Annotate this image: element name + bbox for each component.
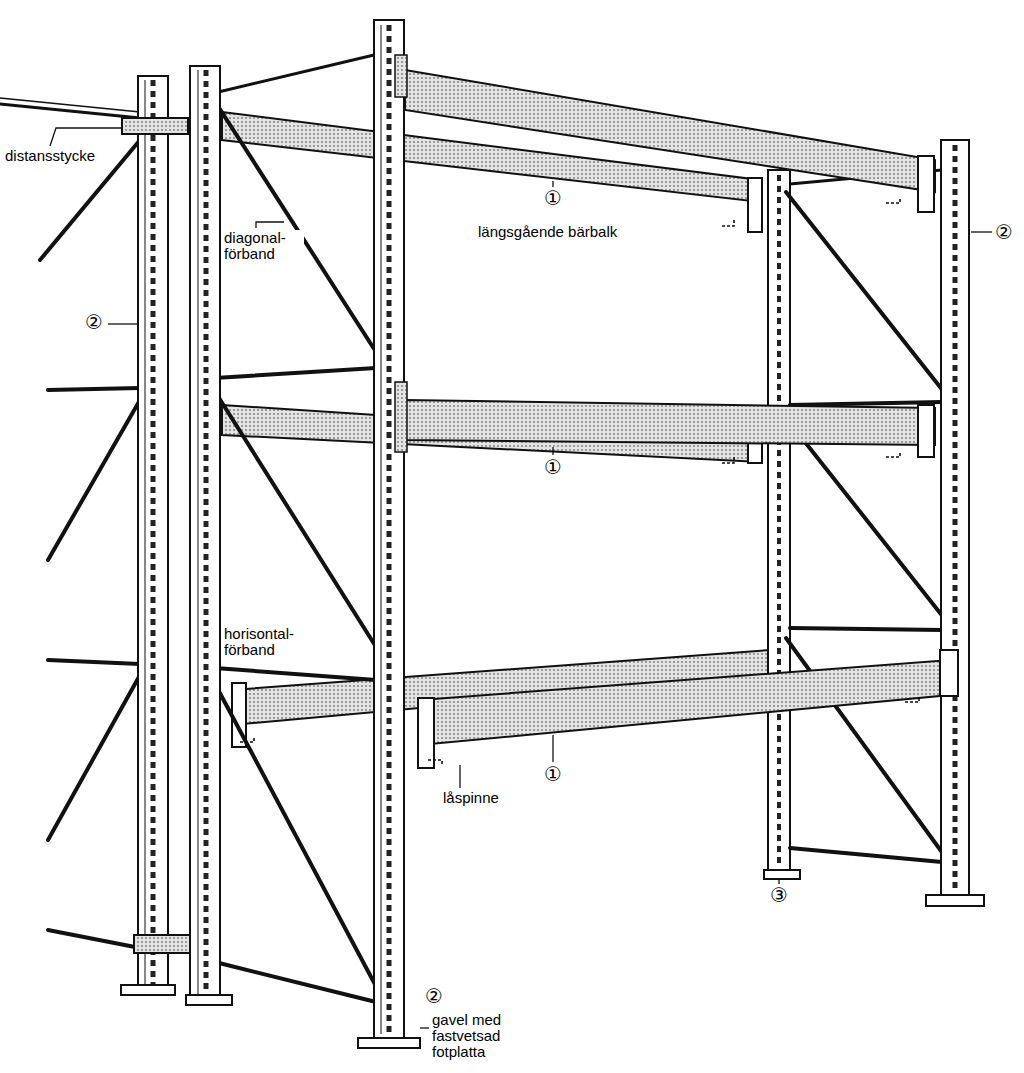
part-label: längsgående bärbalk (476, 224, 619, 240)
part-label: diagonal- förband (222, 230, 304, 262)
callout-number: ③ (769, 885, 789, 905)
part-label: horisontal- förband (222, 626, 312, 658)
part-label: låspinne (441, 790, 501, 806)
callout-number: ① (543, 188, 563, 208)
callout-number: ① (543, 764, 563, 784)
callout-number: ② (994, 222, 1014, 242)
callout-number: ② (424, 986, 444, 1006)
part-label: distansstycke (3, 148, 97, 164)
callout-number: ② (84, 312, 104, 332)
part-label: gavel med fastvetsad fotplatta (430, 1012, 516, 1061)
callout-number: ① (543, 457, 563, 477)
